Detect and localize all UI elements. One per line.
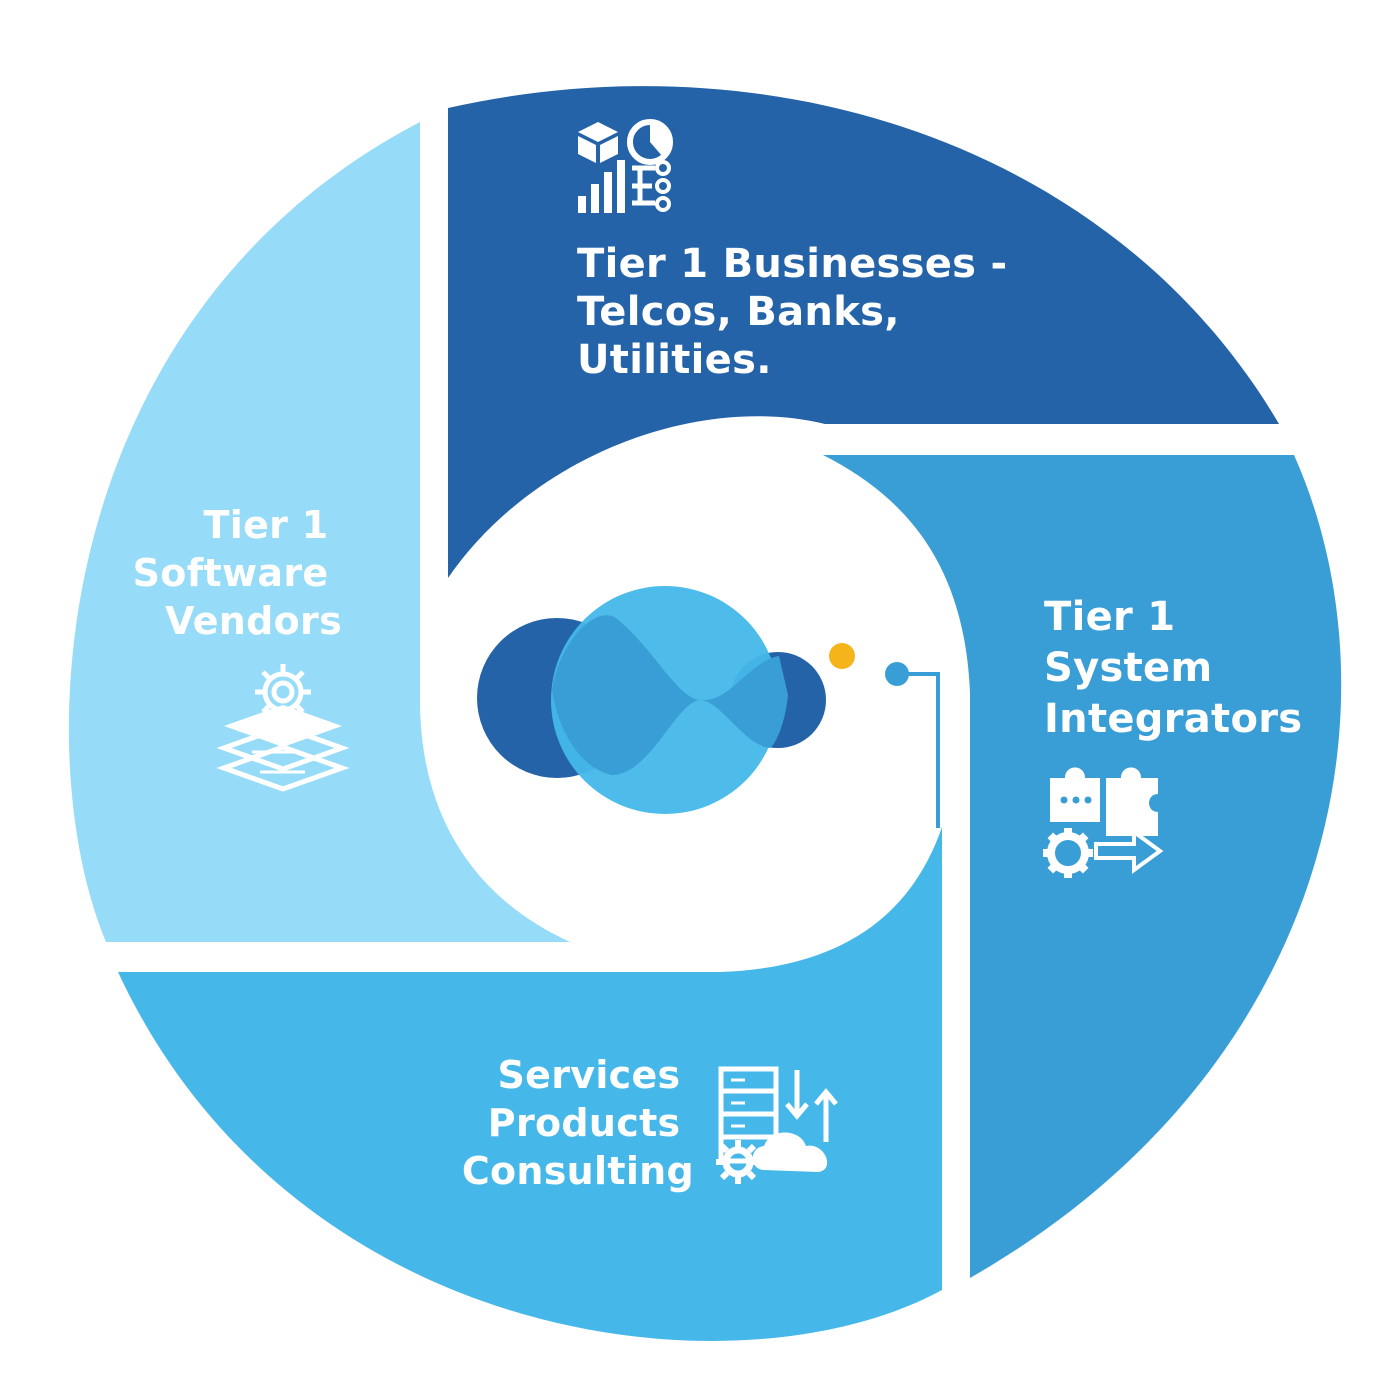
segment-right-line-1: Tier 1 — [1044, 594, 1175, 640]
center-logo — [477, 586, 855, 814]
quadrant-bottom — [118, 827, 942, 1341]
logo-accent-dot — [829, 643, 855, 669]
segment-left-label: Tier 1 Software Vendors — [133, 503, 342, 643]
analytics-icon — [578, 119, 673, 213]
segment-bottom-line-1: Services — [497, 1053, 680, 1097]
puzzle-integration-icon — [1043, 767, 1164, 878]
logo-wave — [552, 615, 788, 775]
connector-line — [885, 662, 940, 828]
segment-top-line-1: Tier 1 Businesses - — [577, 241, 1007, 287]
segment-bottom-label: Services Products Consulting — [462, 1053, 694, 1193]
quadrant-top — [448, 86, 1279, 578]
segment-bottom-line-2: Products — [488, 1101, 681, 1145]
segment-left-line-1: Tier 1 — [204, 503, 329, 547]
segment-right-line-2: System — [1044, 645, 1212, 691]
segment-top-line-2: Telcos, Banks, — [577, 289, 900, 335]
segment-right-line-3: Integrators — [1044, 696, 1302, 742]
segment-top-label: Tier 1 Businesses - Telcos, Banks, Utili… — [577, 241, 1022, 383]
segment-left-line-2: Software — [133, 551, 329, 595]
connector-path — [897, 672, 940, 828]
segment-right-label: Tier 1 System Integrators — [1044, 594, 1302, 742]
quadrant-left — [68, 122, 570, 942]
gear-layers-icon — [216, 664, 350, 792]
segment-left-line-3: Vendors — [165, 599, 342, 643]
segment-top-line-3: Utilities. — [577, 337, 772, 383]
segment-bottom-line-3: Consulting — [462, 1149, 694, 1193]
server-cloud-icon — [716, 1066, 838, 1184]
